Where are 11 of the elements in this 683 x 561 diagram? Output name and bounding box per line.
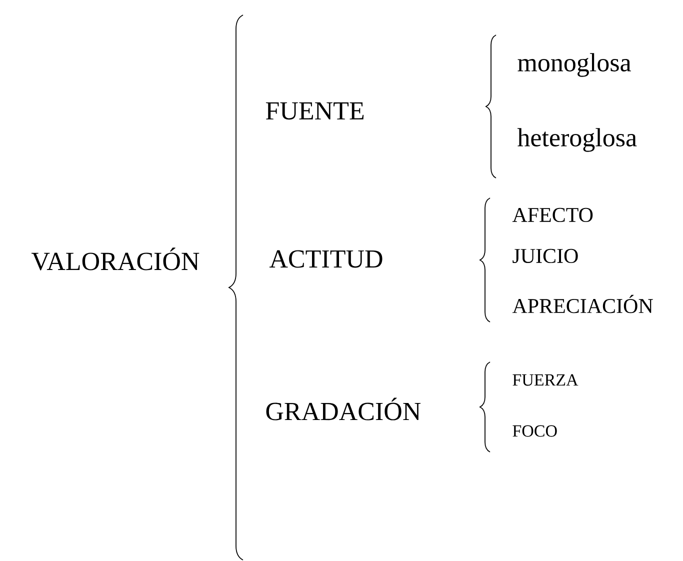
category-label: ACTITUD — [269, 250, 382, 268]
category-label: AFECTO — [512, 208, 593, 222]
category-label: APRECIACIÓN — [512, 294, 653, 314]
category-label: FOCO — [512, 425, 557, 437]
category-label: FUERZA — [512, 374, 578, 386]
category-label: monoglosa — [518, 53, 631, 77]
category-label: JUICIO — [512, 248, 578, 264]
category-label: VALORACIÓN — [32, 248, 200, 270]
category-label: GRADACIÓN — [266, 398, 421, 420]
category-label: FUENTE — [266, 102, 364, 120]
category-label: heteroglosa — [517, 128, 637, 152]
